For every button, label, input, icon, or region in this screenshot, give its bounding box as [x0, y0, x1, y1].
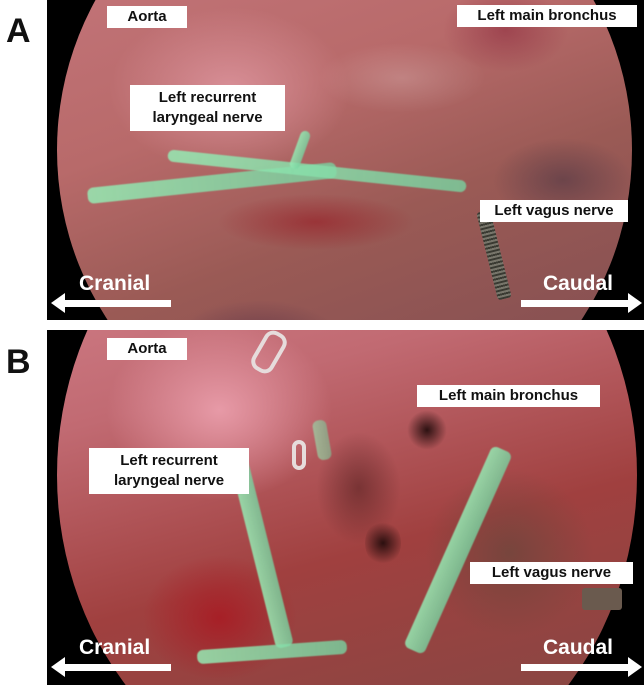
label-line-2: laryngeal nerve [113, 472, 225, 489]
panel-label-a: A [6, 12, 31, 50]
label-line-1: Left recurrent [158, 89, 257, 106]
thoracoscopic-view [57, 330, 637, 685]
label-left-vagus-nerve: Left vagus nerve [470, 562, 633, 584]
cautery-mark [365, 520, 401, 566]
label-line-2: laryngeal nerve [152, 109, 263, 126]
cranial-arrow-icon [51, 293, 171, 313]
cautery-mark [407, 410, 447, 450]
caudal-arrow-icon [521, 293, 642, 313]
endoscopic-image-panel-a: Aorta Left main bronchus Left recurrent … [47, 0, 644, 320]
direction-label-caudal: Caudal [543, 636, 614, 659]
panel-label-b: B [6, 343, 31, 381]
endoscopic-image-panel-b: Aorta Left main bronchus Left recurrent … [47, 330, 644, 685]
label-left-vagus-nerve: Left vagus nerve [480, 200, 628, 222]
label-left-recurrent-laryngeal-nerve: Left recurrent laryngeal nerve [89, 448, 249, 494]
drain-tube [292, 440, 306, 470]
label-aorta: Aorta [107, 338, 187, 360]
cranial-arrow-icon [51, 657, 171, 677]
label-line-1: Left recurrent [120, 452, 218, 469]
direction-label-cranial: Cranial [79, 636, 151, 659]
caudal-arrow-icon [521, 657, 642, 677]
label-left-recurrent-laryngeal-nerve: Left recurrent laryngeal nerve [130, 85, 285, 131]
thoracoscopic-view [57, 0, 632, 320]
direction-label-cranial: Cranial [79, 272, 151, 295]
label-left-main-bronchus: Left main bronchus [417, 385, 600, 407]
surgical-instrument [582, 588, 622, 610]
label-aorta: Aorta [107, 6, 187, 28]
direction-label-caudal: Caudal [543, 272, 614, 295]
label-left-main-bronchus: Left main bronchus [457, 5, 637, 27]
